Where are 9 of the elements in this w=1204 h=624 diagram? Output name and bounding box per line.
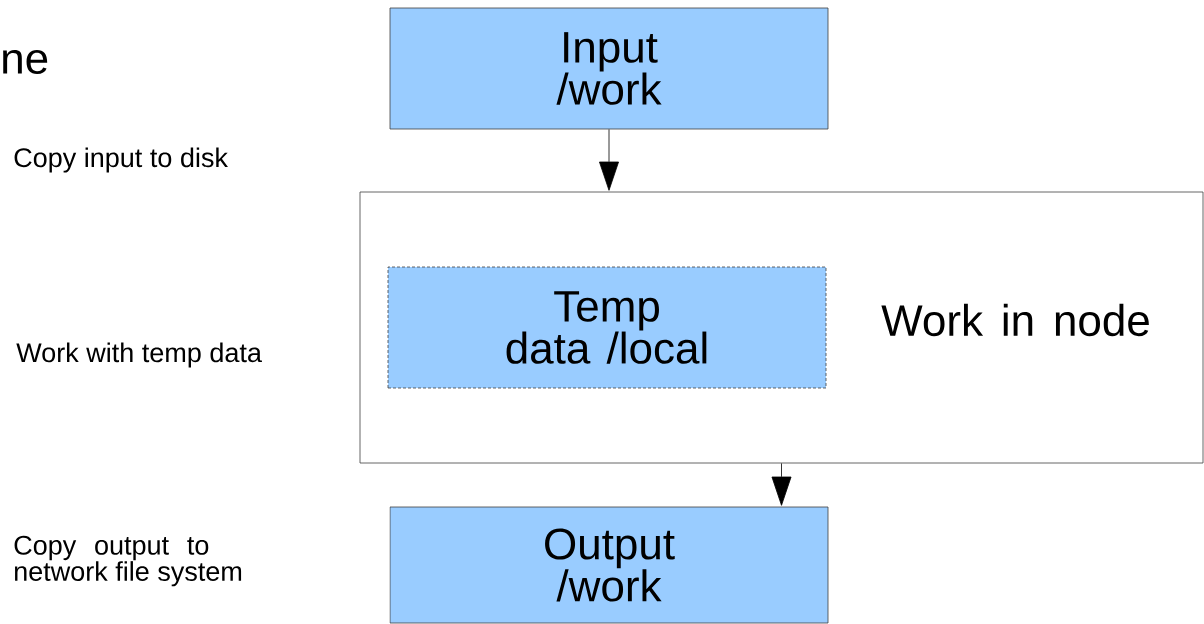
- arrow: [599, 129, 619, 191]
- step-label: Copy output to network file system: [14, 535, 242, 587]
- storage-box: Temp data /local: [387, 266, 827, 389]
- step-label: Copy input to disk: [14, 147, 228, 173]
- arrow: [771, 463, 792, 506]
- storage-box: Output /work: [389, 506, 829, 624]
- heading-text: ne: [3, 49, 48, 75]
- step-label: Work with temp data: [16, 342, 262, 368]
- storage-box: Input /work: [389, 7, 829, 130]
